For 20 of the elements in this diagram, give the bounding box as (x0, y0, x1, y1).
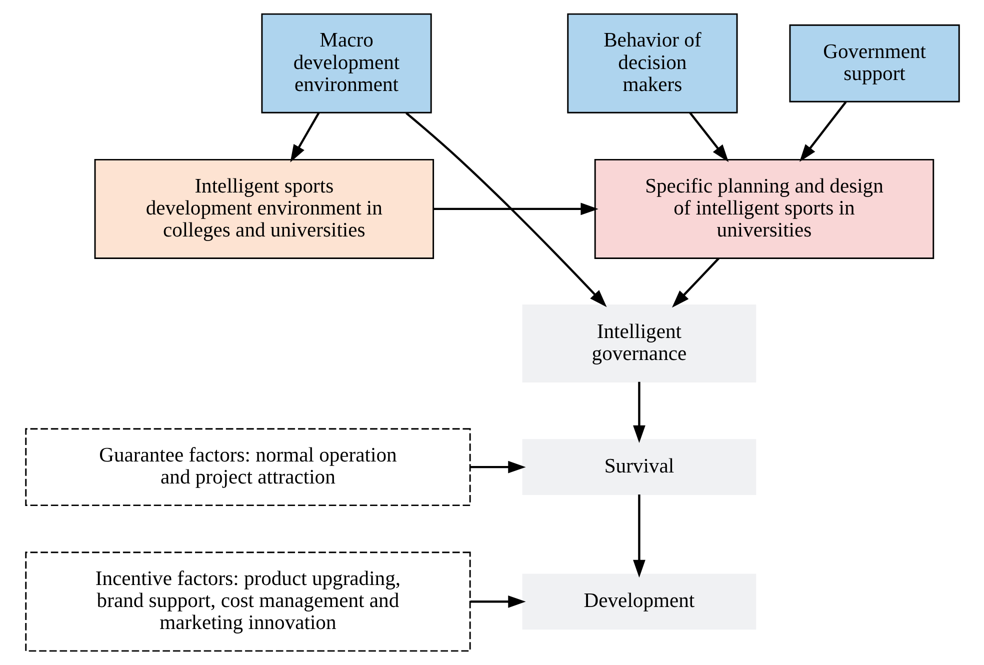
arrow (671, 258, 720, 308)
node-box: Survival (522, 439, 756, 496)
node-box: Guarantee factors: normal operation and project attraction (24, 428, 470, 506)
arrow (433, 202, 598, 216)
arrow (688, 112, 728, 162)
node-box: Development (522, 574, 756, 630)
arrow (632, 494, 645, 578)
node-box: Intelligent sports development environment in colleges and universities (94, 158, 434, 259)
arrow (798, 101, 846, 162)
node-box: Intelligent governance (522, 304, 756, 382)
node-box: Behavior of decision makers (566, 13, 738, 114)
node-box: Macro development environment (260, 13, 432, 114)
arrow (632, 382, 645, 444)
node-box: Government support (788, 24, 960, 102)
arrow (290, 112, 320, 162)
node-box: Specific planning and design of intelligent sports in universities (594, 158, 934, 259)
arrow (470, 460, 526, 474)
arrow (470, 595, 526, 608)
arrow (405, 112, 606, 308)
node-box: Incentive factors: product upgrading, brand support, cost management and marketing innovation (24, 552, 470, 652)
